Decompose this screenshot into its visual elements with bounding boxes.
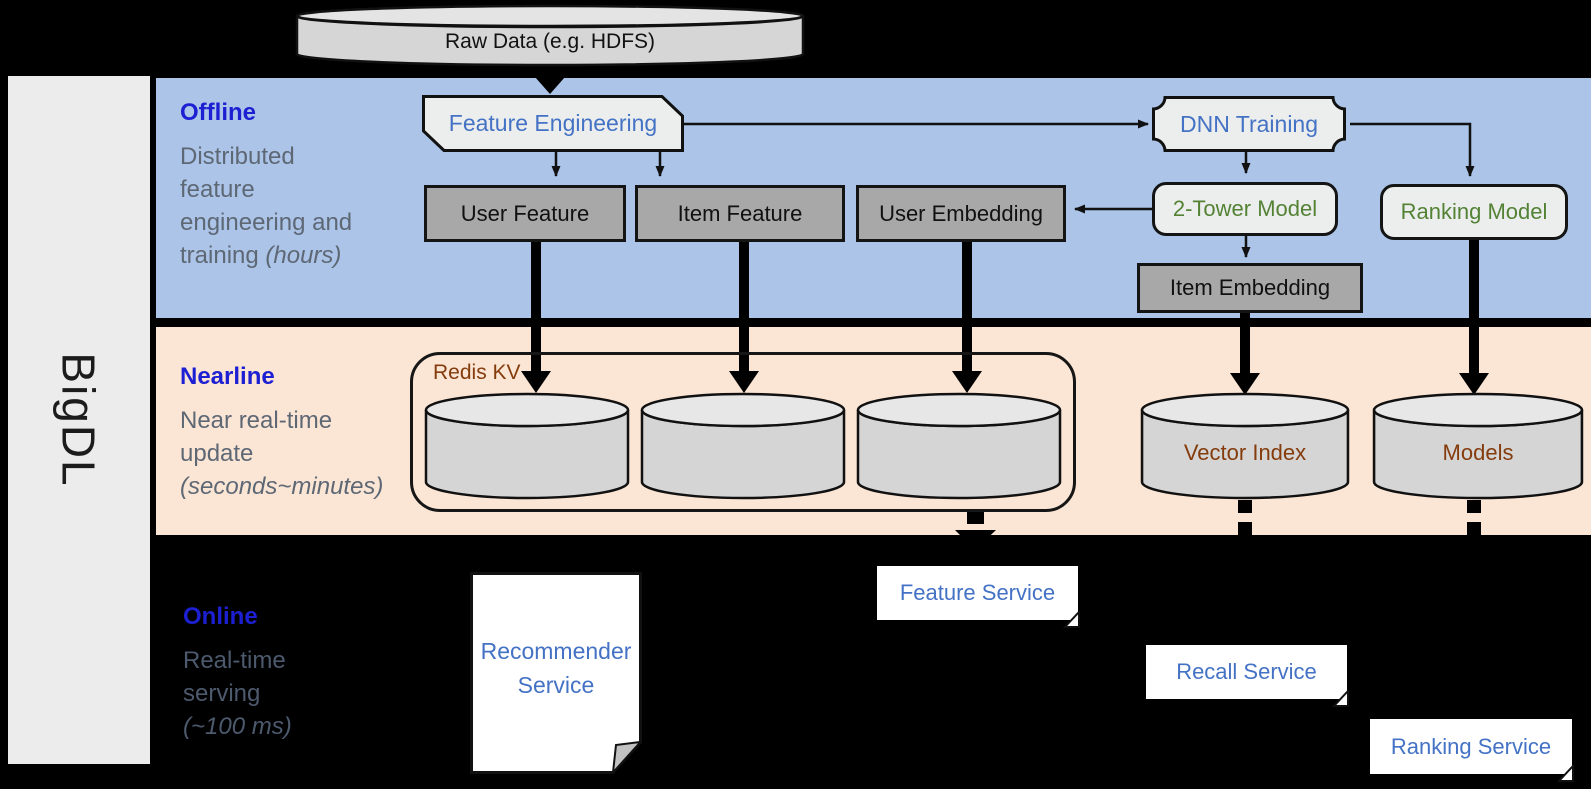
cylinder-shape bbox=[295, 4, 805, 67]
fold-corner-icon bbox=[1557, 765, 1574, 782]
nearline-title: Nearline bbox=[180, 363, 275, 390]
online-description: Real-time serving (~100 ms) bbox=[183, 647, 292, 740]
feature-engineering-label: Feature Engineering bbox=[448, 110, 658, 136]
offline-title: Offline bbox=[180, 99, 256, 126]
feature-service-node: Feature Service bbox=[877, 566, 1080, 628]
bigdl-sidebar: BigDL bbox=[8, 76, 150, 764]
nearline-description: Near real-time update (seconds~minutes) bbox=[180, 407, 384, 500]
online-lane-label: Online Real-time serving (~100 ms) bbox=[183, 600, 413, 743]
cylinder-shape bbox=[640, 392, 846, 500]
item-embedding-label: Item Embedding bbox=[1169, 275, 1331, 300]
user-feature-label: User Feature bbox=[460, 200, 590, 226]
cylinder-shape bbox=[856, 392, 1062, 500]
ranking-model-node: Ranking Model bbox=[1380, 184, 1568, 240]
feature-service-label: Feature Service bbox=[899, 580, 1056, 605]
offline-lane-label: Offline Distributed feature engineering … bbox=[180, 96, 410, 272]
bigdl-logo: BigDL bbox=[52, 352, 105, 488]
recall-service-node: Recall Service bbox=[1146, 645, 1349, 707]
raw-data-label: Raw Data (e.g. HDFS) bbox=[444, 30, 656, 53]
dnn-training-label: DNN Training bbox=[1179, 110, 1319, 137]
recommender-service-node: Recommender Service bbox=[470, 572, 642, 774]
dnn-training-node: DNN Training bbox=[1152, 96, 1346, 152]
ranking-model-label: Ranking Model bbox=[1400, 199, 1548, 224]
recommender-service-label: Recommender Service bbox=[480, 638, 632, 698]
redis-cylinder-3 bbox=[856, 390, 1062, 500]
fold-corner-icon bbox=[1332, 690, 1349, 707]
user-embedding-label: User Embedding bbox=[879, 200, 1043, 226]
feature-engineering-node: Feature Engineering bbox=[422, 95, 684, 152]
user-embedding-node: User Embedding bbox=[856, 185, 1066, 242]
plaque-shape bbox=[1152, 96, 1346, 152]
redis-kv-label: Redis KV bbox=[433, 361, 521, 384]
cylinder-shape bbox=[1372, 392, 1584, 500]
cylinder-shape bbox=[424, 392, 630, 500]
vector-index-label: Vector Index bbox=[1183, 440, 1307, 465]
online-title: Online bbox=[183, 603, 258, 630]
redis-cylinder-2 bbox=[640, 390, 846, 500]
two-tower-model-label: 2-Tower Model bbox=[1172, 196, 1318, 221]
cut-corner-shape bbox=[422, 95, 684, 152]
raw-data-store: Raw Data (e.g. HDFS) bbox=[295, 4, 805, 68]
ranking-service-node: Ranking Service bbox=[1370, 719, 1574, 782]
fold-corner-icon bbox=[1063, 611, 1080, 628]
nearline-lane-label: Nearline Near real-time update (seconds~… bbox=[180, 360, 480, 503]
item-feature-label: Item Feature bbox=[677, 200, 803, 226]
redis-cylinder-1 bbox=[424, 390, 630, 500]
vector-index-store: Vector Index bbox=[1140, 390, 1350, 500]
ranking-service-label: Ranking Service bbox=[1390, 733, 1552, 759]
offline-description: Distributed feature engineering and trai… bbox=[180, 143, 353, 269]
models-label: Models bbox=[1442, 440, 1514, 465]
models-store: Models bbox=[1372, 390, 1584, 500]
document-shape bbox=[470, 572, 642, 774]
item-feature-node: Item Feature bbox=[635, 185, 845, 242]
user-feature-node: User Feature bbox=[424, 185, 626, 242]
two-tower-model-node: 2-Tower Model bbox=[1152, 182, 1338, 236]
cylinder-shape bbox=[1140, 392, 1350, 500]
recall-service-label: Recall Service bbox=[1176, 659, 1317, 684]
item-embedding-node: Item Embedding bbox=[1137, 263, 1363, 313]
